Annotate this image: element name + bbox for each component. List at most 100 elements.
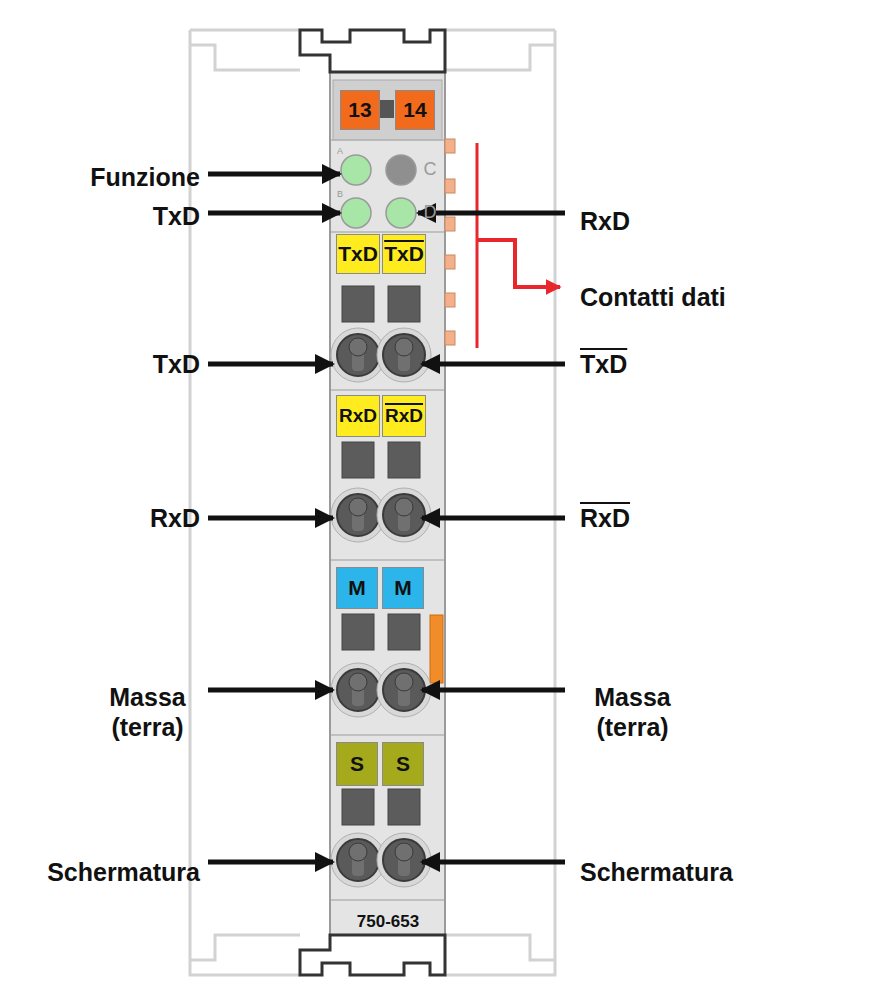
terminal-ring	[377, 488, 431, 542]
data-contact	[445, 331, 455, 345]
bottom-latch	[300, 935, 445, 975]
terminal-head	[395, 498, 413, 516]
power-contact	[430, 615, 443, 683]
terminal-hole	[383, 494, 425, 536]
leader-arrow	[422, 516, 565, 521]
terminal-marker: S	[336, 742, 378, 786]
terminal-head	[395, 338, 413, 356]
terminal-label: M	[348, 576, 366, 600]
leader-arrow	[422, 688, 565, 693]
terminal-hole	[383, 334, 425, 376]
leader-arrow	[208, 211, 340, 216]
leader-arrow	[208, 688, 333, 693]
signal-label: RxD	[580, 503, 630, 533]
bracket-arrow	[477, 240, 560, 287]
terminal-label: 13	[348, 98, 371, 122]
release-button	[388, 286, 420, 322]
terminal-label: RxD	[339, 405, 377, 427]
terminal-marker: 14	[395, 90, 435, 130]
led-letter: C	[424, 159, 437, 181]
terminal-hole	[337, 669, 379, 711]
leader-arrow	[418, 211, 565, 216]
terminal-hole	[337, 494, 379, 536]
terminal-hole	[337, 334, 379, 376]
terminal-label: M	[394, 576, 412, 600]
section-line	[331, 559, 444, 561]
terminal-head	[349, 843, 367, 861]
led-letter: A	[337, 146, 343, 157]
data-contact	[445, 179, 455, 193]
section-line	[331, 231, 444, 233]
signal-label: RxD	[150, 503, 200, 533]
status-led	[386, 155, 416, 185]
signal-label: Massa (terra)	[95, 682, 200, 742]
led-letter: B	[337, 189, 343, 200]
signal-label: TxD	[580, 349, 627, 379]
status-led	[386, 198, 416, 228]
terminal-hole	[337, 839, 379, 881]
signal-label: Contatti dati	[580, 282, 726, 312]
leader-arrow	[208, 362, 333, 367]
data-contact	[445, 217, 455, 231]
jumper-link	[380, 100, 394, 118]
terminal-label: S	[350, 752, 364, 776]
din-rail	[190, 30, 555, 975]
leader-arrow	[208, 516, 333, 521]
signal-label: TxD	[153, 201, 200, 231]
module-housing	[330, 62, 445, 942]
power-jumper-block	[333, 80, 442, 140]
bracket-line	[476, 143, 479, 348]
terminal-marker: M	[336, 567, 378, 609]
terminal-head	[349, 673, 367, 691]
terminal-marker: S	[382, 742, 424, 786]
section-line	[331, 139, 444, 141]
terminal-marker: M	[382, 567, 424, 609]
led-letter: D	[424, 202, 437, 224]
leader-arrow	[422, 860, 565, 865]
terminal-head	[349, 338, 367, 356]
signal-label: TxD	[153, 349, 200, 379]
terminal-hole	[383, 839, 425, 881]
data-contact	[445, 293, 455, 307]
part-number: 750-653	[357, 912, 419, 932]
terminal-head	[395, 673, 413, 691]
terminal-marker: RxD	[382, 395, 426, 437]
signal-label: Funzione	[90, 162, 200, 192]
release-button	[388, 614, 420, 650]
terminal-label: 14	[403, 98, 426, 122]
leader-arrow	[208, 860, 333, 865]
release-button	[388, 789, 420, 825]
terminal-marker: TxD	[382, 234, 426, 274]
status-led	[341, 155, 371, 185]
section-line	[331, 899, 444, 901]
terminal-label: S	[396, 752, 410, 776]
terminal-head	[395, 843, 413, 861]
release-button	[342, 286, 374, 322]
status-led	[341, 198, 371, 228]
terminal-label: TxD	[384, 242, 424, 266]
leader-arrow	[208, 172, 340, 177]
terminal-marker: RxD	[336, 395, 380, 437]
top-latch	[300, 30, 445, 72]
section-line	[331, 389, 444, 391]
signal-label: RxD	[580, 206, 630, 236]
release-button	[342, 789, 374, 825]
terminal-ring	[377, 328, 431, 382]
terminal-label: RxD	[385, 405, 423, 427]
terminal-marker: 13	[340, 90, 380, 130]
data-contact	[445, 255, 455, 269]
signal-label: Schermatura	[47, 857, 200, 887]
signal-label: Massa (terra)	[580, 682, 685, 742]
signal-label: Schermatura	[580, 857, 733, 887]
leader-arrow	[422, 362, 565, 367]
terminal-head	[349, 498, 367, 516]
release-button	[342, 442, 374, 478]
terminal-marker: TxD	[336, 234, 380, 274]
terminal-label: TxD	[338, 242, 378, 266]
data-contact	[445, 139, 455, 153]
section-line	[331, 734, 444, 736]
terminal-hole	[383, 669, 425, 711]
release-button	[342, 614, 374, 650]
release-button	[388, 442, 420, 478]
